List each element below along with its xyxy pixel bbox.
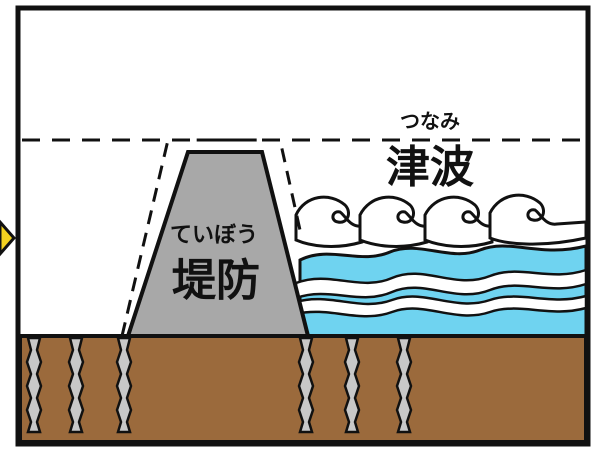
arrow-right-icon <box>0 219 16 257</box>
embankment-ruby: ていぼう <box>170 223 258 248</box>
wave-crests <box>294 193 588 248</box>
sea-water <box>294 244 588 338</box>
tsunami-ruby: つなみ <box>400 109 460 133</box>
embankment-label: 堤防 <box>172 255 260 306</box>
ground-stripes <box>25 336 413 434</box>
tsunami-label: 津波 <box>386 142 474 193</box>
required-height-outline <box>120 138 302 337</box>
